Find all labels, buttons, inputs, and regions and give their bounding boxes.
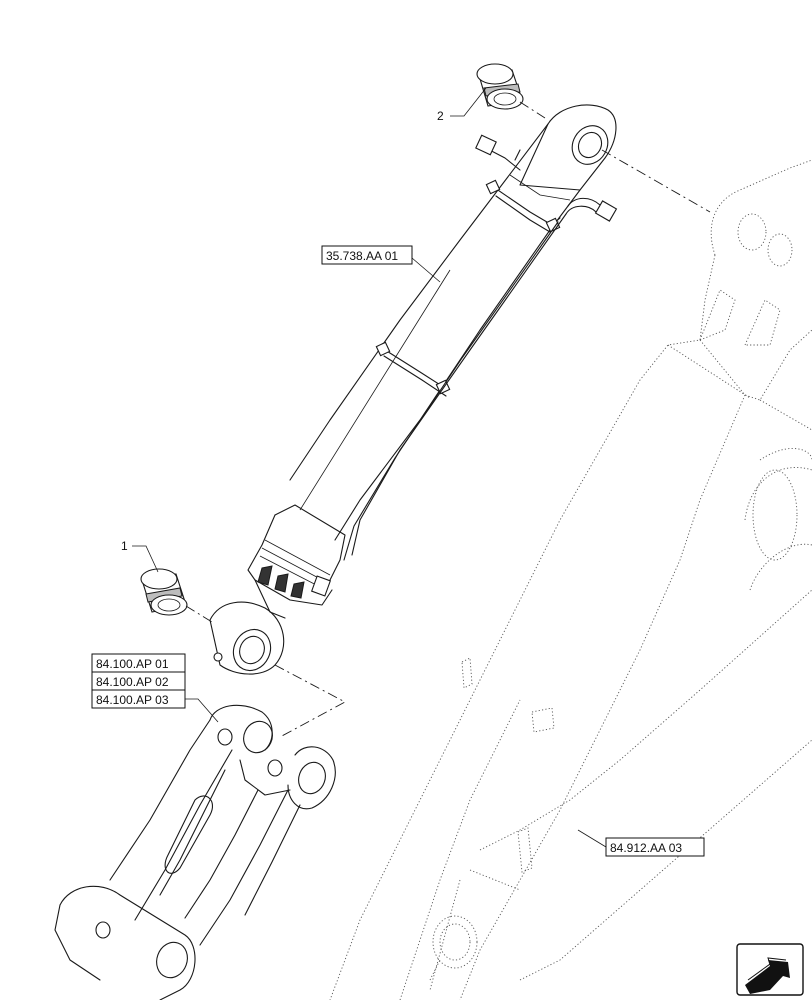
ref-cylinder-label: 35.738.AA 01 <box>326 249 398 263</box>
callout-item-2: 2 <box>437 109 444 123</box>
ref-cylinder[interactable]: 35.738.AA 01 <box>321 245 413 265</box>
callout-item-1: 1 <box>121 539 128 553</box>
alignment-lines <box>185 101 711 738</box>
ref-link-3[interactable]: 84.100.AP 03 <box>91 689 186 709</box>
direction-arrow-icon <box>736 943 804 996</box>
hydraulic-cylinder <box>209 104 618 675</box>
ref-link-1[interactable]: 84.100.AP 01 <box>91 653 186 673</box>
ref-dipper-label: 84.912.AA 03 <box>610 841 682 855</box>
linkage <box>54 704 336 1000</box>
ref-link-2-label: 84.100.AP 02 <box>96 675 169 689</box>
bushing-item-1 <box>140 568 188 616</box>
ref-dipper[interactable]: 84.912.AA 03 <box>605 837 705 857</box>
leader-lines <box>132 87 607 848</box>
bushing-item-2 <box>476 63 524 110</box>
ref-link-1-label: 84.100.AP 01 <box>96 657 169 671</box>
ref-link-2[interactable]: 84.100.AP 02 <box>91 671 186 691</box>
ref-link-3-label: 84.100.AP 03 <box>96 693 169 707</box>
dipper-arm <box>329 159 812 1000</box>
